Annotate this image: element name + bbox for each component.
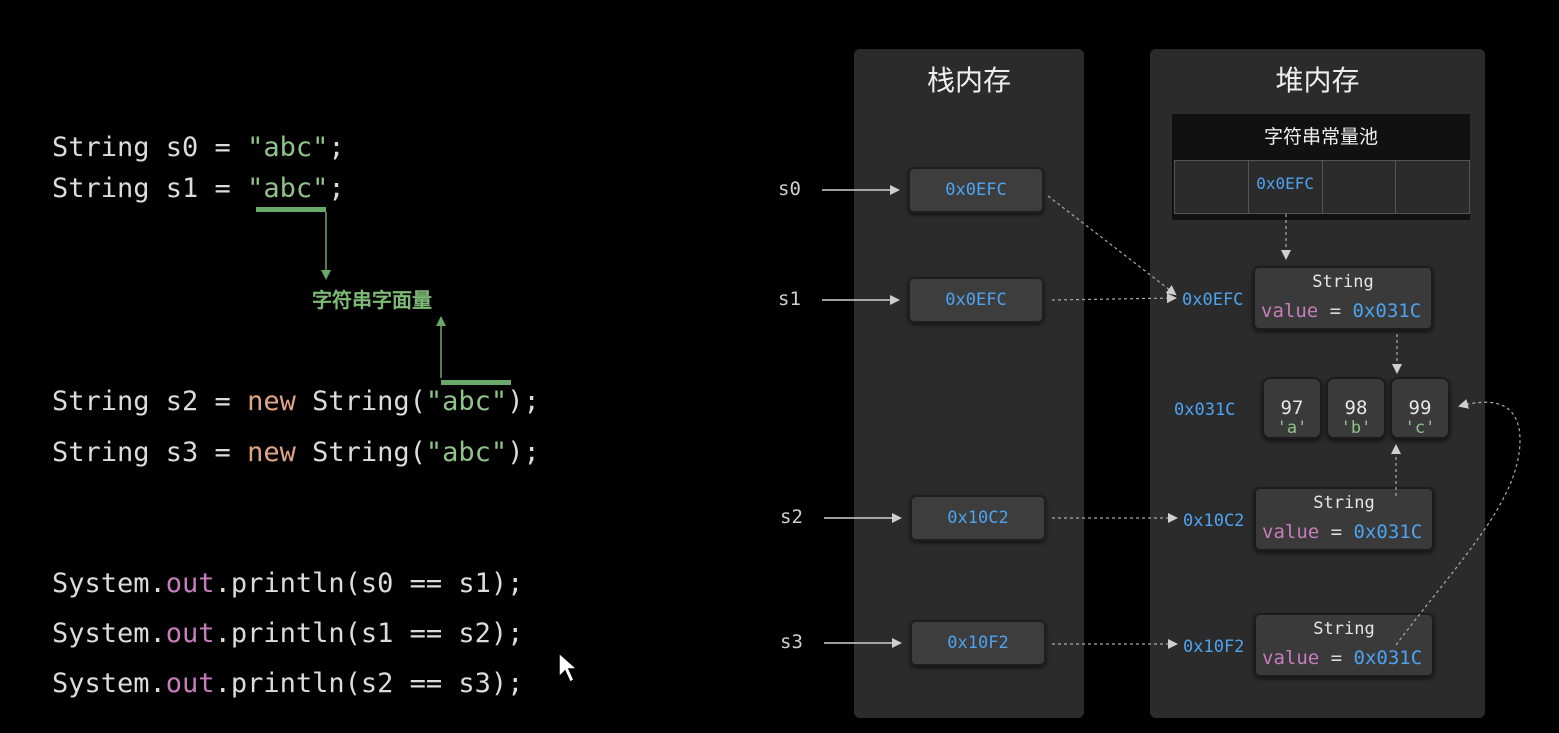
- char-code: 98: [1344, 397, 1368, 419]
- field-out: out: [165, 618, 215, 649]
- equals-sign: =: [1319, 647, 1354, 669]
- literal-underline-1: [256, 207, 326, 212]
- string-literal: "abc": [425, 386, 508, 417]
- pool-cell: [1396, 161, 1469, 213]
- value-keyword: value: [1262, 647, 1320, 669]
- code-text: );: [507, 386, 540, 417]
- literal-underline-2: [441, 380, 511, 385]
- string-literal: "abc": [247, 132, 329, 163]
- code-text: String(: [295, 437, 426, 468]
- code-line-s2: String s2 = new String("abc");: [52, 386, 540, 417]
- keyword-new: new: [247, 386, 296, 417]
- heap-string-object: String value = 0x031C: [1254, 487, 1434, 551]
- code-text: System.: [52, 568, 166, 599]
- heap-object-address: 0x0EFC: [1182, 290, 1244, 310]
- object-value-field: value = 0x031C: [1262, 521, 1422, 543]
- equals-sign: =: [1319, 521, 1354, 543]
- char-code: 97: [1280, 397, 1304, 419]
- pool-grid: 0x0EFC: [1174, 160, 1470, 214]
- char-literal: 'a': [1276, 418, 1308, 438]
- pool-cell: 0x0EFC: [1248, 161, 1323, 213]
- code-text: .println(s1 == s2);: [214, 618, 524, 649]
- char-array-cell: 97 'a': [1262, 377, 1322, 439]
- keyword-new: new: [247, 437, 296, 468]
- code-text: String s0 =: [52, 132, 248, 163]
- object-type: String: [1313, 493, 1375, 513]
- code-text: );: [507, 437, 540, 468]
- object-value-field: value = 0x031C: [1262, 647, 1422, 669]
- heap-memory-title: 堆内存: [1275, 64, 1360, 97]
- value-keyword: value: [1261, 300, 1319, 322]
- code-text: String s2 =: [52, 386, 248, 417]
- string-constant-pool: 字符串常量池 0x0EFC: [1172, 114, 1470, 220]
- code-line-println-3: System.out.println(s2 == s3);: [52, 668, 523, 699]
- code-text: .println(s0 == s1);: [214, 568, 524, 599]
- value-address: 0x031C: [1353, 521, 1423, 543]
- heap-object-address: 0x10F2: [1183, 637, 1245, 657]
- value-address: 0x031C: [1352, 300, 1422, 322]
- code-text: .println(s2 == s3);: [214, 668, 524, 699]
- heap-object-address: 0x10C2: [1183, 511, 1245, 531]
- heap-string-object: String value = 0x031C: [1253, 266, 1433, 330]
- string-constant-pool-title: 字符串常量池: [1263, 126, 1378, 148]
- code-text: String(: [295, 386, 426, 417]
- var-label-s2: s2: [780, 506, 803, 528]
- code-line-println-1: System.out.println(s0 == s1);: [52, 568, 523, 599]
- code-text: System.: [52, 668, 166, 699]
- code-line-s3: String s3 = new String("abc");: [52, 437, 540, 468]
- heap-string-object: String value = 0x031C: [1254, 613, 1434, 677]
- string-literal-label: 字符串字面量: [312, 288, 432, 312]
- code-line-s0: String s0 = "abc";: [52, 132, 345, 163]
- var-label-s1: s1: [778, 288, 801, 310]
- code-line-println-2: System.out.println(s1 == s2);: [52, 618, 523, 649]
- value-keyword: value: [1262, 521, 1320, 543]
- code-text: System.: [52, 618, 166, 649]
- var-label-s3: s3: [780, 631, 803, 653]
- field-out: out: [165, 668, 215, 699]
- field-out: out: [165, 568, 215, 599]
- char-array-address: 0x031C: [1174, 400, 1236, 420]
- char-literal: 'b': [1340, 418, 1372, 438]
- code-text: ;: [328, 132, 345, 163]
- char-code: 99: [1408, 397, 1432, 419]
- object-value-field: value = 0x031C: [1261, 300, 1421, 322]
- char-array-cell: 98 'b': [1326, 377, 1386, 439]
- char-literal: 'c': [1404, 418, 1436, 438]
- string-literal: "abc": [247, 173, 329, 204]
- mouse-cursor-icon: [558, 651, 579, 684]
- char-array-cell: 99 'c': [1390, 377, 1450, 439]
- stack-cell-s1: 0x0EFC: [908, 277, 1044, 323]
- equals-sign: =: [1318, 300, 1353, 322]
- string-literal: "abc": [425, 437, 508, 468]
- var-label-s0: s0: [778, 178, 801, 200]
- code-text: String s1 =: [52, 173, 248, 204]
- code-text: ;: [328, 173, 345, 204]
- pool-cell: [1175, 161, 1249, 213]
- stack-cell-s0: 0x0EFC: [908, 167, 1044, 213]
- code-text: String s3 =: [52, 437, 248, 468]
- value-address: 0x031C: [1353, 647, 1423, 669]
- stack-cell-s2: 0x10C2: [910, 495, 1046, 541]
- pool-cell: [1322, 161, 1397, 213]
- object-type: String: [1313, 619, 1375, 639]
- code-line-s1: String s1 = "abc";: [52, 173, 345, 204]
- object-type: String: [1312, 272, 1374, 292]
- stack-cell-s3: 0x10F2: [910, 620, 1046, 666]
- stack-memory-title: 栈内存: [926, 64, 1011, 97]
- stack-memory-panel: 栈内存: [854, 49, 1084, 718]
